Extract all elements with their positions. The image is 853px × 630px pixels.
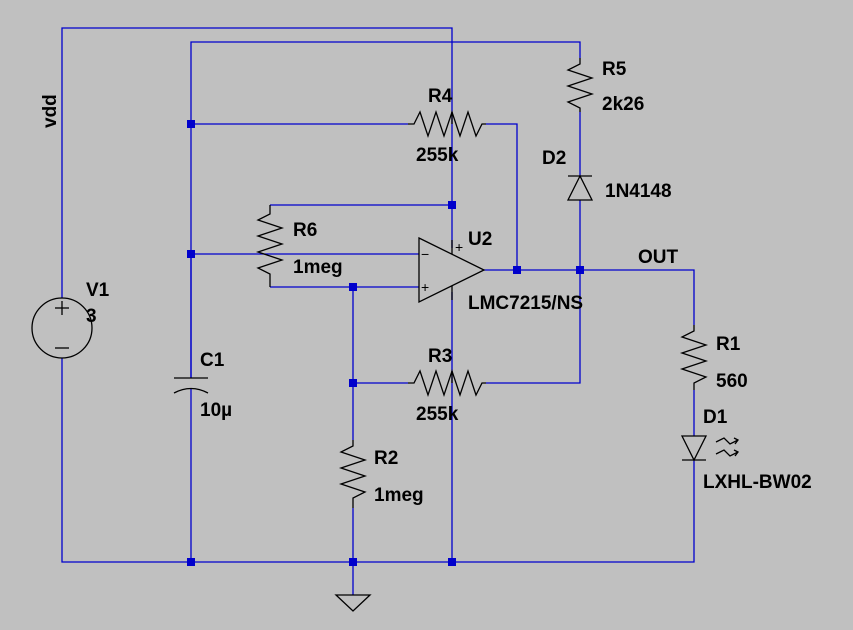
junctions bbox=[187, 120, 584, 566]
ground-symbol bbox=[334, 594, 372, 612]
r3-ref: R3 bbox=[428, 346, 452, 367]
u2-value: LMC7215/NS bbox=[468, 293, 583, 314]
d1-led-symbol bbox=[680, 435, 739, 462]
opamp-inverting-mark: − bbox=[421, 246, 429, 262]
u2-ref: U2 bbox=[468, 229, 492, 250]
d1-value: LXHL-BW02 bbox=[703, 472, 812, 493]
d2-ref: D2 bbox=[542, 148, 566, 169]
wire-r4-right bbox=[486, 123, 518, 270]
net-label-vdd: vdd bbox=[40, 94, 61, 128]
r6-value: 1meg bbox=[293, 257, 343, 278]
u2-opamp-symbol: − + + bbox=[418, 236, 486, 304]
opamp-supply-mark: + bbox=[455, 239, 463, 255]
c1-capacitor-symbol bbox=[173, 377, 209, 394]
r4-value: 255k bbox=[416, 145, 459, 166]
v1-value: 3 bbox=[86, 306, 97, 327]
r1-value: 560 bbox=[716, 371, 748, 392]
r5-ref: R5 bbox=[602, 59, 627, 80]
wire-ground-rail bbox=[61, 358, 695, 563]
r4-ref: R4 bbox=[428, 86, 453, 107]
net-label-out: OUT bbox=[638, 247, 679, 268]
wire-vdd bbox=[61, 27, 453, 298]
r3-value: 255k bbox=[416, 404, 459, 425]
wires bbox=[61, 27, 695, 595]
r6-ref: R6 bbox=[293, 220, 317, 241]
r5-value: 2k26 bbox=[602, 94, 644, 115]
r2-value: 1meg bbox=[374, 485, 424, 506]
r3-potentiometer-symbol bbox=[408, 368, 486, 398]
r1-ref: R1 bbox=[716, 334, 741, 355]
wire-r3-right bbox=[486, 270, 581, 384]
r4-potentiometer-symbol bbox=[408, 109, 486, 139]
r6-potentiometer-symbol bbox=[255, 205, 285, 287]
d2-value: 1N4148 bbox=[605, 181, 672, 202]
c1-ref: C1 bbox=[200, 350, 225, 371]
r1-resistor-symbol bbox=[679, 325, 709, 390]
c1-value: 10µ bbox=[200, 400, 232, 421]
d2-diode-symbol bbox=[566, 174, 594, 201]
r5-resistor-symbol bbox=[565, 58, 595, 112]
opamp-noninverting-mark: + bbox=[421, 279, 429, 295]
v1-source-symbol bbox=[31, 297, 93, 359]
r2-resistor-symbol bbox=[338, 440, 368, 508]
v1-ref: V1 bbox=[86, 280, 110, 301]
wire-output bbox=[484, 269, 695, 325]
d1-ref: D1 bbox=[703, 407, 728, 428]
r2-ref: R2 bbox=[374, 448, 398, 469]
